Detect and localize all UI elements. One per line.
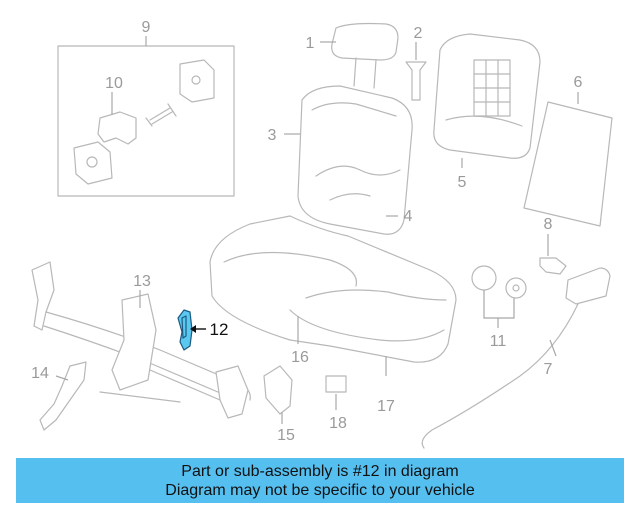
callout-10: 10: [105, 75, 123, 92]
headrest-guide-part: [405, 42, 427, 101]
highlighted-part-12[interactable]: [177, 309, 206, 351]
seat-frame-part: [31, 261, 251, 419]
info-banner: Part or sub-assembly is #12 in diagram D…: [16, 458, 624, 503]
callout-18: 18: [329, 415, 347, 432]
callout-6: 6: [574, 74, 583, 91]
callout-4: 4: [404, 208, 413, 225]
cap-parts: [471, 265, 527, 328]
release-cable-part: [421, 267, 611, 449]
callout-13: 13: [133, 273, 151, 290]
clip-part: [539, 234, 567, 275]
callout-12: 12: [210, 320, 229, 339]
headrest-part: [320, 22, 399, 89]
bracket-15-part: [263, 365, 293, 424]
hardware-kit-box: [57, 36, 235, 197]
seat-back-part: [284, 85, 413, 235]
callout-1: 1: [306, 35, 315, 52]
seat-cushion-part: [209, 215, 457, 376]
banner-line-1: Part or sub-assembly is #12 in diagram: [181, 462, 459, 480]
callout-2: 2: [414, 25, 423, 42]
callout-16: 16: [291, 349, 309, 366]
callout-14: 14: [31, 365, 49, 382]
callout-9: 9: [142, 19, 151, 36]
bracket-14-part: [39, 361, 87, 431]
callout-8: 8: [544, 216, 553, 233]
back-panel-part: [523, 92, 613, 227]
clip-18-part: [325, 375, 347, 410]
callout-7: 7: [544, 361, 553, 378]
seat-back-frame-part: [433, 33, 541, 168]
callout-11: 11: [490, 333, 507, 350]
banner-line-2: Diagram may not be specific to your vehi…: [165, 481, 475, 499]
callout-15: 15: [277, 427, 295, 444]
callout-3: 3: [268, 127, 277, 144]
callout-5: 5: [458, 174, 467, 191]
callout-17: 17: [377, 398, 395, 415]
